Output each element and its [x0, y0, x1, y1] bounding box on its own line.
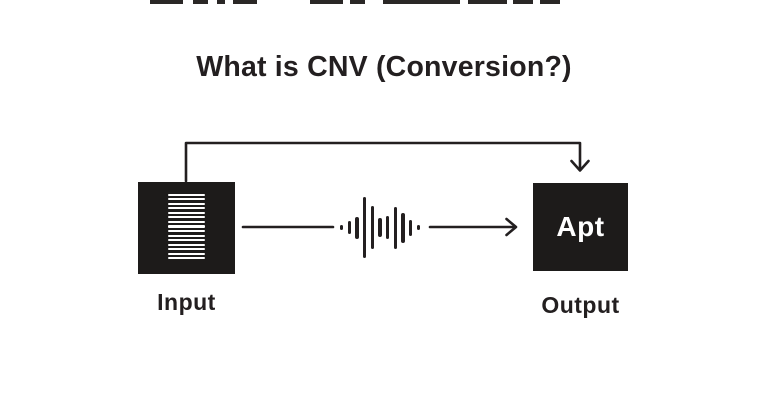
document-line: [168, 252, 205, 255]
document-line: [168, 211, 205, 214]
document-line: [168, 257, 205, 260]
cropped-text-remnant-segment: [468, 0, 507, 4]
cropped-text-remnant-segment: [513, 0, 533, 4]
output-box: Apt: [533, 183, 628, 271]
waveform-bar: [378, 218, 382, 237]
document-line: [168, 193, 205, 196]
arrow-down-chevron-icon: [570, 159, 590, 172]
waveform-bar: [363, 197, 367, 258]
waveform-bar: [393, 206, 397, 249]
cropped-text-remnant-segment: [310, 0, 343, 4]
cropped-text-remnant-segment: [383, 0, 460, 4]
waveform-bar: [409, 219, 413, 236]
arrow-right-chevron-icon: [505, 217, 518, 237]
document-line: [168, 248, 205, 251]
document-line: [168, 230, 205, 233]
cropped-text-remnant-segment: [150, 0, 183, 4]
input-label: Input: [157, 289, 216, 315]
output-box-label: Apt: [556, 211, 605, 242]
waveform-bar: [401, 212, 405, 243]
waveform-bar: [370, 206, 374, 249]
waveform-bar: [347, 221, 351, 234]
document-line: [168, 225, 205, 228]
cropped-text-remnant-segment: [350, 0, 365, 4]
cropped-text-remnant-segment: [233, 0, 257, 4]
document-lines-icon: [168, 193, 205, 260]
document-line: [168, 220, 205, 223]
waveform-bar: [355, 216, 359, 239]
waveform-bar: [416, 225, 420, 230]
waveform-bar: [386, 216, 390, 239]
cropped-text-remnant-segment: [193, 0, 208, 4]
page-title: What is CNV (Conversion?): [196, 51, 572, 83]
feedback-line: [184, 141, 582, 183]
document-line: [168, 239, 205, 242]
input-box: [138, 182, 235, 274]
document-line: [168, 243, 205, 246]
document-line: [168, 234, 205, 237]
document-line: [168, 198, 205, 201]
waveform-bar: [340, 225, 344, 230]
document-line: [168, 216, 205, 219]
document-line: [168, 202, 205, 205]
cropped-text-remnant-segment: [217, 0, 225, 4]
output-label: Output: [541, 292, 620, 318]
document-line: [168, 207, 205, 210]
audio-waveform-icon: [340, 196, 420, 259]
cropped-text-remnant-segment: [540, 0, 560, 4]
